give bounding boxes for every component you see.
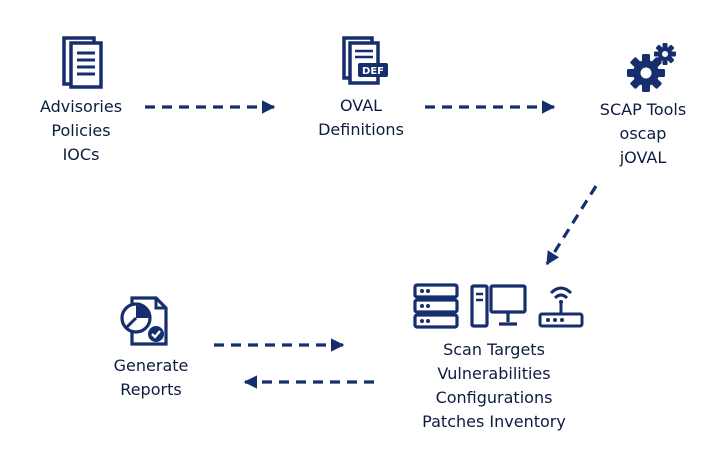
sources-label: Advisories Policies IOCs xyxy=(40,95,122,167)
oval-label: OVAL Definitions xyxy=(318,94,404,142)
server-icon xyxy=(413,283,459,329)
tools-line-1: SCAP Tools xyxy=(599,100,687,119)
targets-line-4: Patches Inventory xyxy=(422,412,566,431)
report-chart-check-icon xyxy=(120,296,168,346)
tools-line-2: oscap xyxy=(619,124,667,143)
tools-line-3: jOVAL xyxy=(619,148,667,167)
reports-label: Generate Reports xyxy=(114,354,189,402)
reports-line-2: Reports xyxy=(120,380,182,399)
reports-line-1: Generate xyxy=(113,356,189,375)
sources-line-2: Policies xyxy=(51,121,111,140)
targets-label: Scan Targets Vulnerabilities Configurati… xyxy=(422,338,566,434)
oval-line-1: OVAL xyxy=(339,96,383,115)
tools-label: SCAP Tools oscap jOVAL xyxy=(600,98,686,170)
targets-line-1: Scan Targets xyxy=(443,340,545,359)
arrow-tools-to-targets xyxy=(545,185,598,266)
def-file-icon: DEF xyxy=(342,36,388,85)
targets-line-2: Vulnerabilities xyxy=(437,364,551,383)
desktop-computer-icon xyxy=(470,284,527,328)
targets-line-3: Configurations xyxy=(435,388,553,407)
gears-icon xyxy=(627,43,676,92)
sources-line-3: IOCs xyxy=(62,145,100,164)
oval-line-2: Definitions xyxy=(318,120,404,139)
sources-line-1: Advisories xyxy=(39,97,123,116)
router-icon xyxy=(538,286,584,328)
def-badge-text: DEF xyxy=(362,66,384,77)
document-stack-icon xyxy=(62,36,103,89)
